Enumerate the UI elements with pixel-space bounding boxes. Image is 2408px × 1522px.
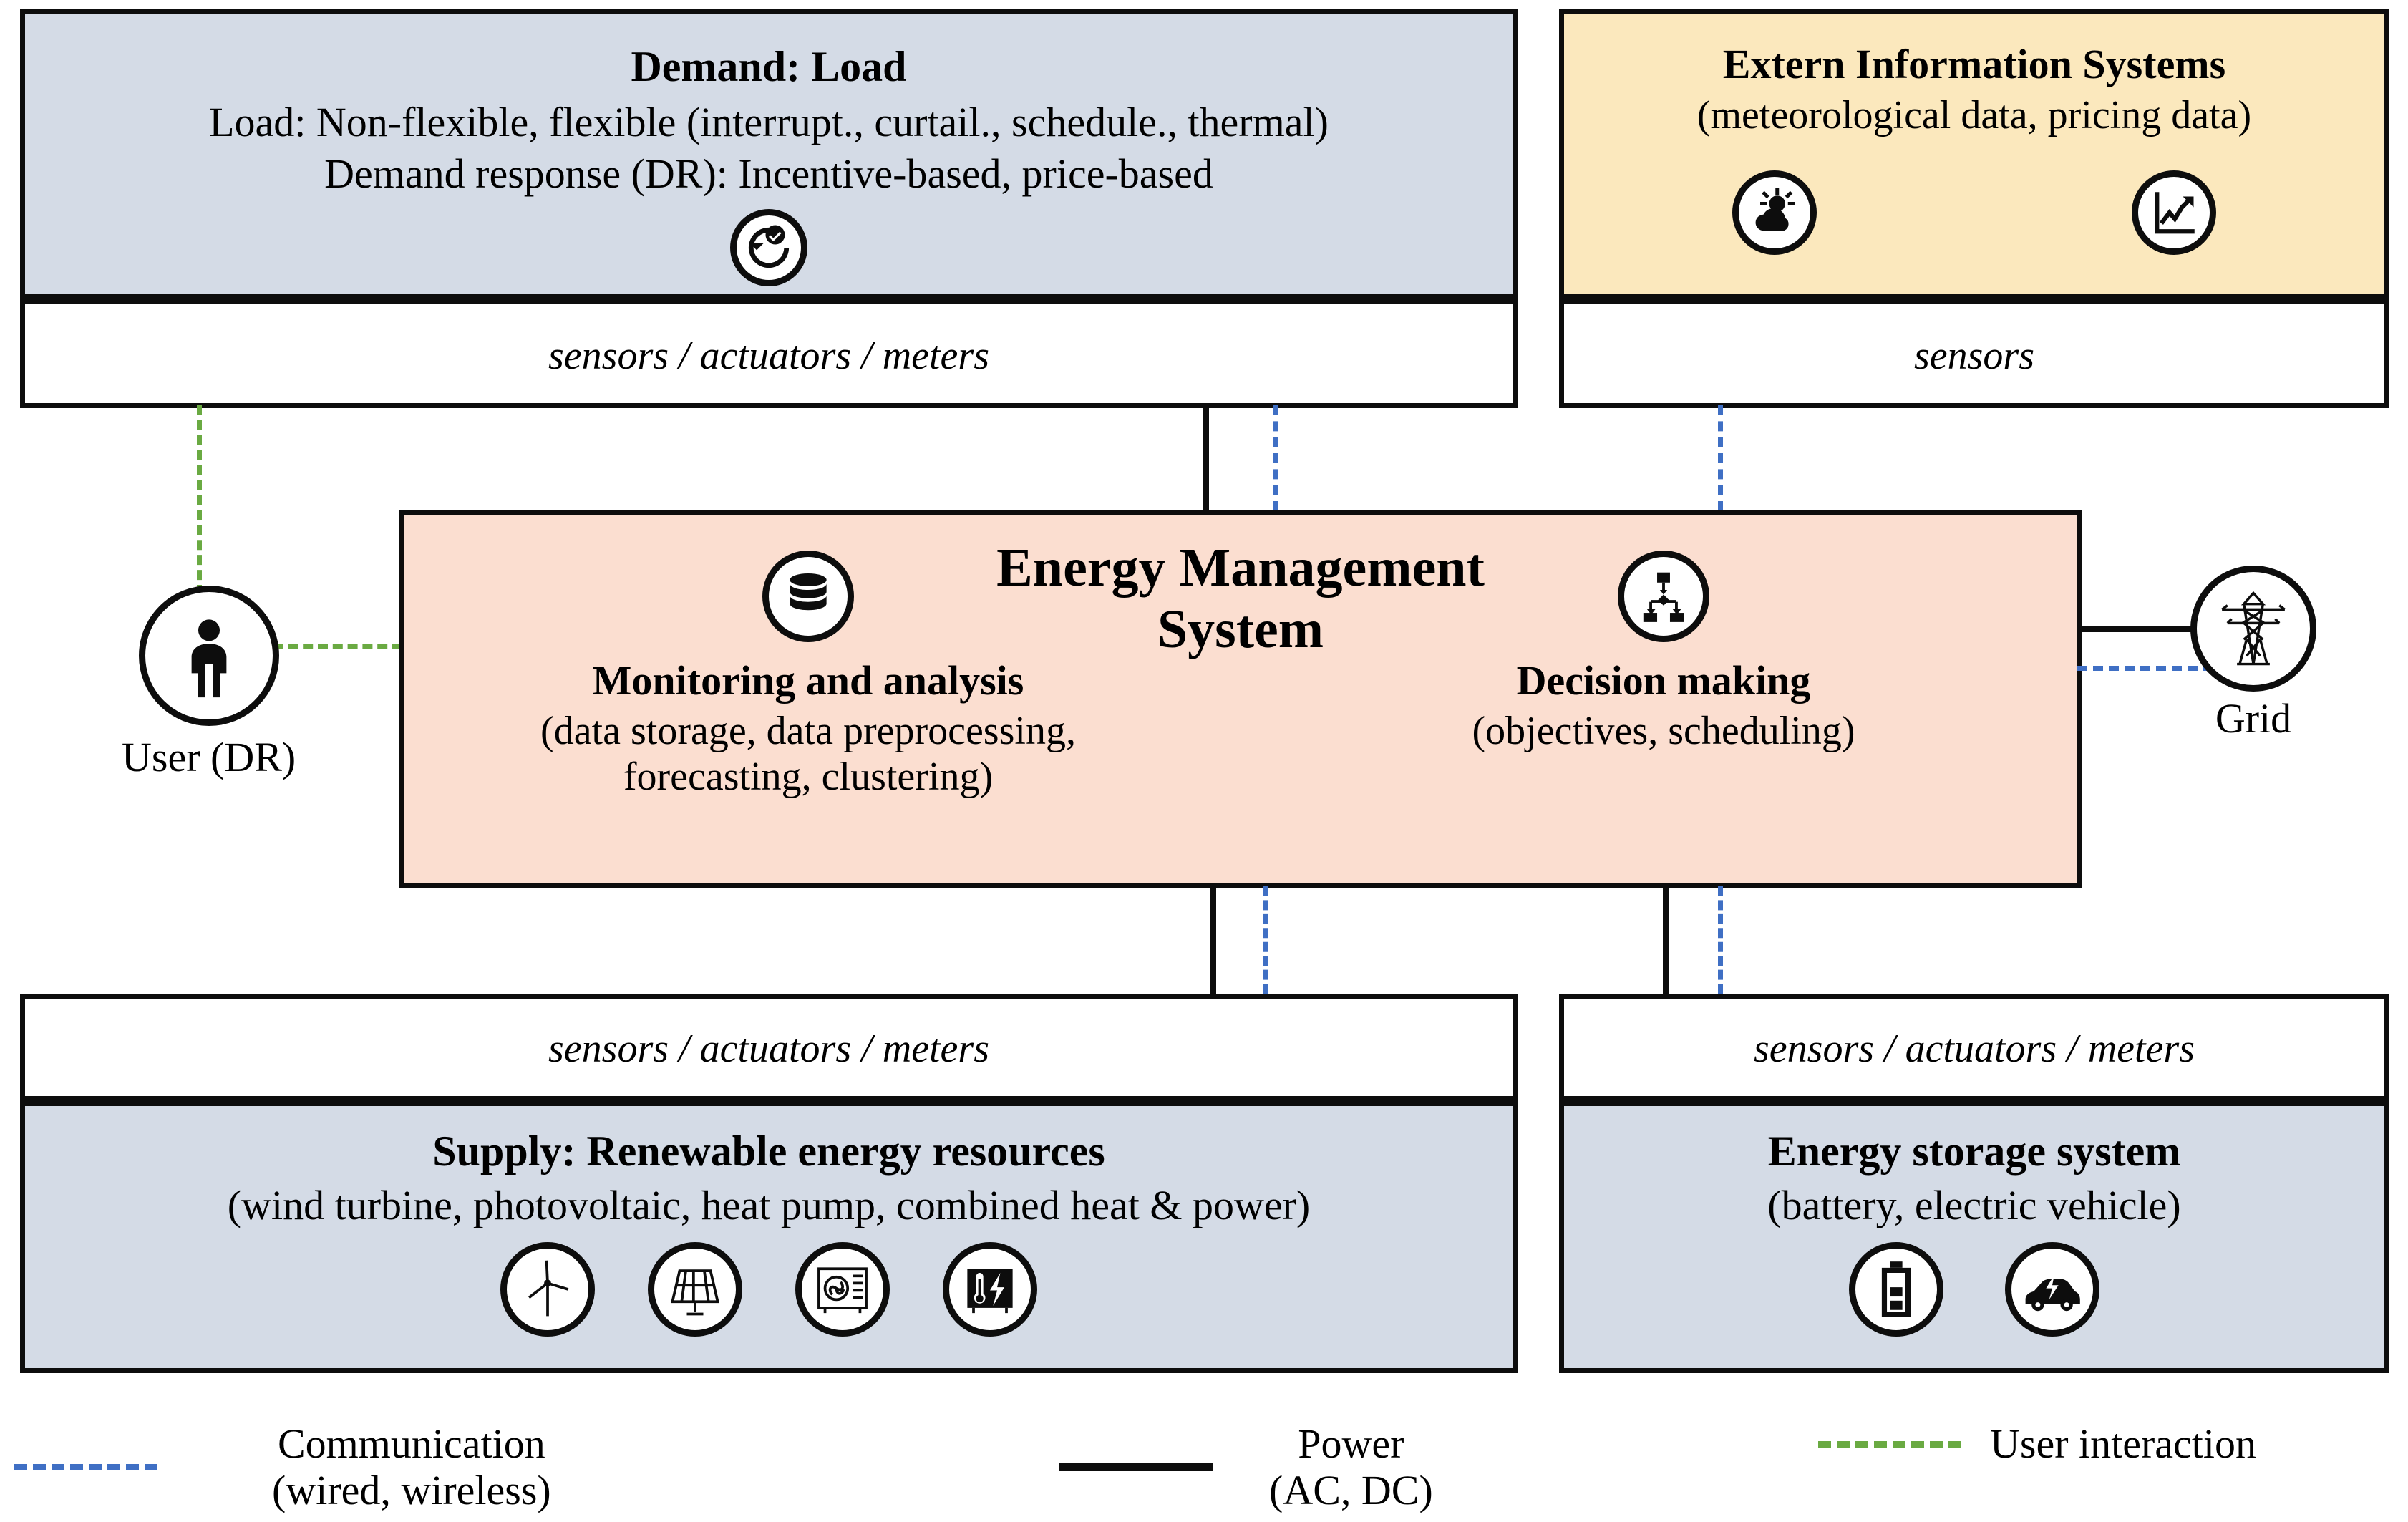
supply-sensors-label: sensors / actuators / meters (548, 1027, 989, 1071)
power-line-ems-to-storage (1663, 886, 1669, 994)
extern-line1: (meteorological data, pricing data) (1696, 93, 2252, 137)
decision-tree-icon (1618, 551, 1709, 642)
legend-power-swatch (1059, 1463, 1213, 1472)
extern-information-box: Extern Information Systems (meteorologic… (1559, 9, 2389, 299)
legend-user-interaction-text: User interaction (1990, 1420, 2257, 1468)
supply-title: Supply: Renewable energy resources (432, 1128, 1105, 1175)
ems-monitoring-title: Monitoring and analysis (592, 657, 1024, 704)
grid-node[interactable]: Grid (2190, 566, 2316, 742)
storage-sensors-bar: sensors / actuators / meters (1559, 994, 2389, 1101)
extern-icon-row (1564, 170, 2384, 255)
legend-communication-line1: Communication (278, 1420, 545, 1467)
storage-icon-row (1564, 1242, 2384, 1337)
user-line-user-to-ems (243, 644, 402, 649)
communication-line-ems-to-storage (1718, 886, 1723, 994)
user-node-label: User (DR) (122, 734, 296, 780)
legend-communication: Communication (wired, wireless) (14, 1420, 551, 1514)
storage-sensors-label: sensors / actuators / meters (1754, 1027, 2195, 1071)
extern-sensors-bar: sensors (1559, 299, 2389, 408)
battery-icon (1849, 1242, 1943, 1337)
communication-line-extern-to-ems (1718, 405, 1723, 511)
legend-user-interaction-line1: User interaction (1990, 1420, 2257, 1467)
user-node[interactable]: User (DR) (122, 586, 296, 781)
wind-turbine-icon (500, 1242, 595, 1337)
ems-monitoring-line1: (data storage, data preprocessing, (540, 708, 1076, 753)
heat-pump-icon (795, 1242, 890, 1337)
grid-node-label: Grid (2215, 695, 2292, 742)
ems-monitoring-line2: forecasting, clustering) (623, 754, 994, 799)
supply-line1: (wind turbine, photovoltaic, heat pump, … (227, 1182, 1311, 1228)
demand-load-title: Demand: Load (631, 43, 907, 90)
extern-title: Extern Information Systems (1722, 41, 2226, 87)
database-icon (762, 551, 854, 642)
demand-load-line2: Demand response (DR): Incentive-based, p… (324, 150, 1213, 197)
demand-response-clock-icon (730, 209, 807, 286)
supply-box: Supply: Renewable energy resources (wind… (20, 1101, 1518, 1373)
legend-power: Power (AC, DC) (1059, 1420, 1433, 1514)
ems-monitoring-module: Monitoring and analysis (data storage, d… (468, 551, 1148, 800)
energy-management-system-box: Energy Management System Monitoring and … (399, 510, 2082, 888)
legend-communication-text: Communication (wired, wireless) (272, 1420, 551, 1514)
weather-sun-cloud-icon (1732, 170, 1817, 255)
power-line-demand-to-ems (1203, 405, 1209, 511)
ems-title-line1: Energy Management (996, 538, 1485, 598)
supply-sensors-bar: sensors / actuators / meters (20, 994, 1518, 1101)
transmission-tower-icon (2190, 566, 2316, 692)
storage-line1: (battery, electric vehicle) (1767, 1182, 2181, 1228)
user-line-demand-to-user (197, 405, 202, 595)
demand-sensors-bar: sensors / actuators / meters (20, 299, 1518, 408)
communication-line-ems-to-supply (1263, 886, 1268, 994)
demand-sensors-label: sensors / actuators / meters (548, 334, 989, 378)
legend-power-line2: (AC, DC) (1269, 1466, 1433, 1513)
extern-sensors-label: sensors (1913, 334, 2035, 378)
power-line-ems-to-grid (2077, 626, 2213, 632)
ems-decision-module: Decision making (objectives, scheduling) (1356, 551, 1971, 755)
legend-user-interaction: User interaction (1818, 1420, 2257, 1468)
combined-heat-power-icon (943, 1242, 1037, 1337)
legend-power-text: Power (AC, DC) (1269, 1420, 1433, 1514)
legend-user-interaction-swatch (1818, 1440, 1961, 1448)
legend-communication-swatch (14, 1464, 157, 1471)
ems-decision-line1: (objectives, scheduling) (1472, 708, 1855, 753)
legend-power-line1: Power (1298, 1420, 1404, 1467)
electric-vehicle-icon (2005, 1242, 2099, 1337)
supply-icon-row (25, 1242, 1513, 1337)
communication-line-demand-to-ems (1273, 405, 1278, 511)
ems-title-line2: System (1157, 599, 1324, 659)
price-chart-icon (2132, 170, 2216, 255)
communication-line-ems-to-grid (2077, 666, 2213, 671)
demand-load-box: Demand: Load Load: Non-flexible, flexibl… (20, 9, 1518, 299)
ems-decision-title: Decision making (1516, 657, 1811, 704)
storage-title: Energy storage system (1767, 1128, 2181, 1175)
power-line-ems-to-supply (1210, 886, 1216, 994)
demand-load-line1: Load: Non-flexible, flexible (interrupt.… (209, 99, 1329, 145)
storage-box: Energy storage system (battery, electric… (1559, 1101, 2389, 1373)
legend-communication-line2: (wired, wireless) (272, 1466, 551, 1513)
demand-icon-row (25, 209, 1513, 286)
photovoltaic-panel-icon (648, 1242, 742, 1337)
person-icon (138, 586, 279, 726)
